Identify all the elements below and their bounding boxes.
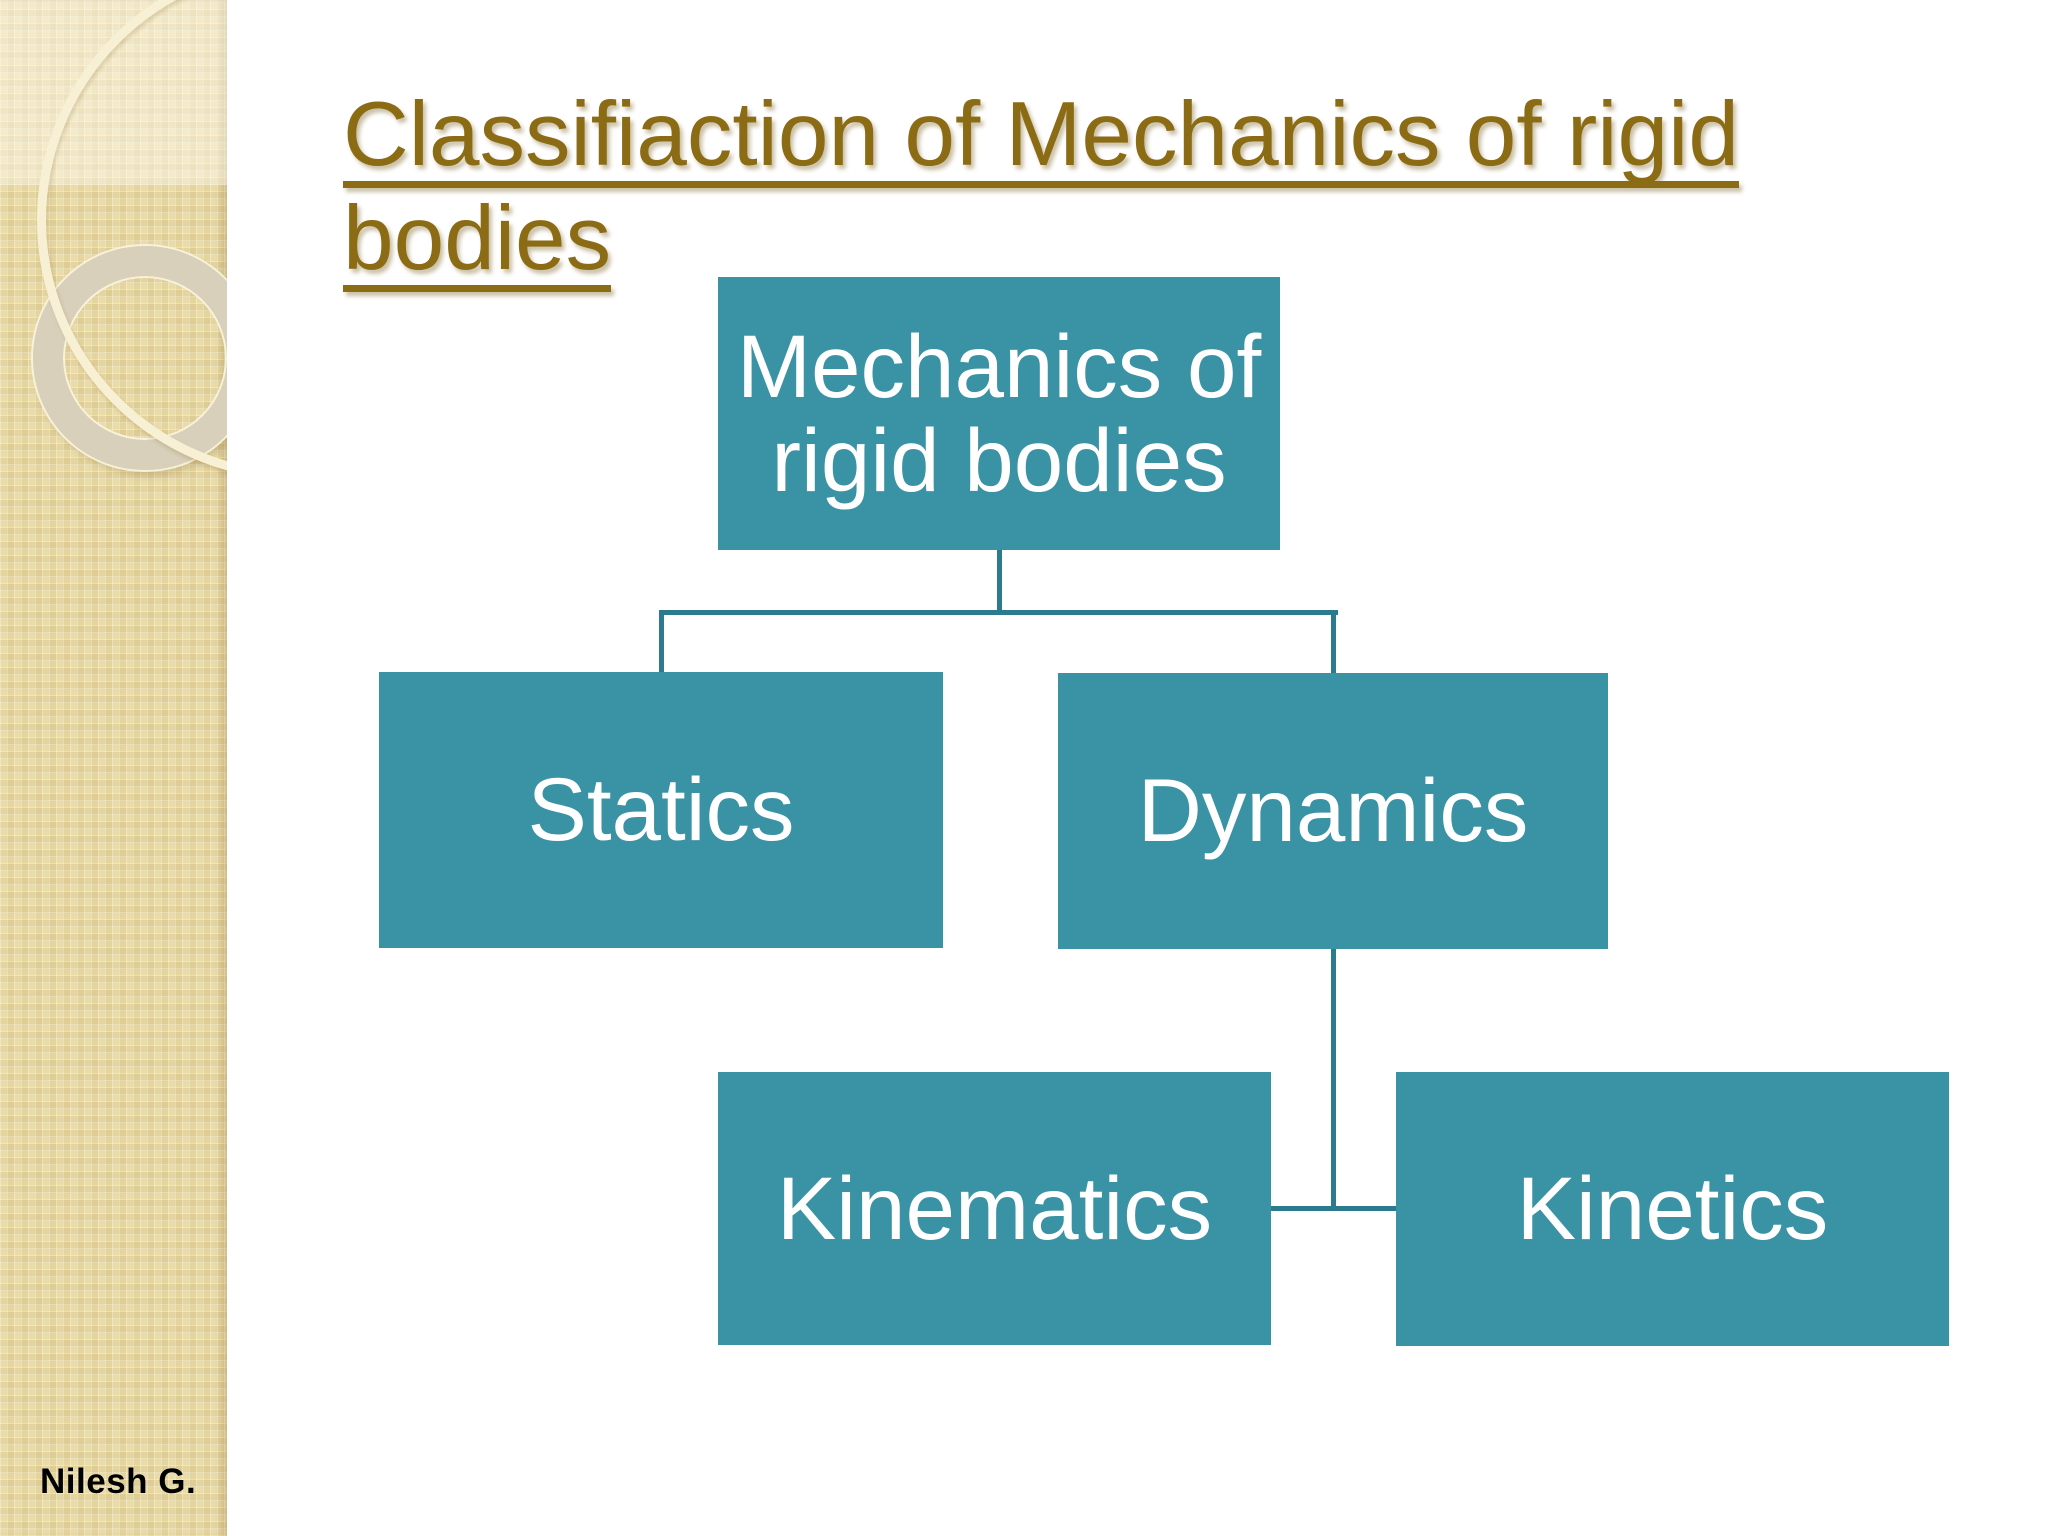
connector-root-stub xyxy=(997,548,1002,612)
node-mechanics-of-rigid-bodies: Mechanics of rigid bodies xyxy=(718,277,1280,550)
node-statics: Statics xyxy=(379,672,943,948)
sidebar-decorative-strip xyxy=(0,0,227,1536)
connector-branch-horizontal xyxy=(659,610,1338,615)
node-kinetics: Kinetics xyxy=(1396,1072,1949,1346)
footer-author-text: Nilesh G. xyxy=(40,1462,197,1501)
node-dynamics: Dynamics xyxy=(1058,673,1608,949)
slide-title-line-1: Classifiaction of Mechanics of rigid xyxy=(343,88,1739,188)
slide-title-line-2: bodies xyxy=(343,192,612,292)
node-kinematics: Kinematics xyxy=(718,1072,1271,1345)
connector-kinematics-kinetics xyxy=(1271,1206,1396,1211)
connector-dynamics-down xyxy=(1331,948,1336,1209)
connector-to-statics xyxy=(659,610,664,673)
connector-to-dynamics xyxy=(1331,610,1336,674)
